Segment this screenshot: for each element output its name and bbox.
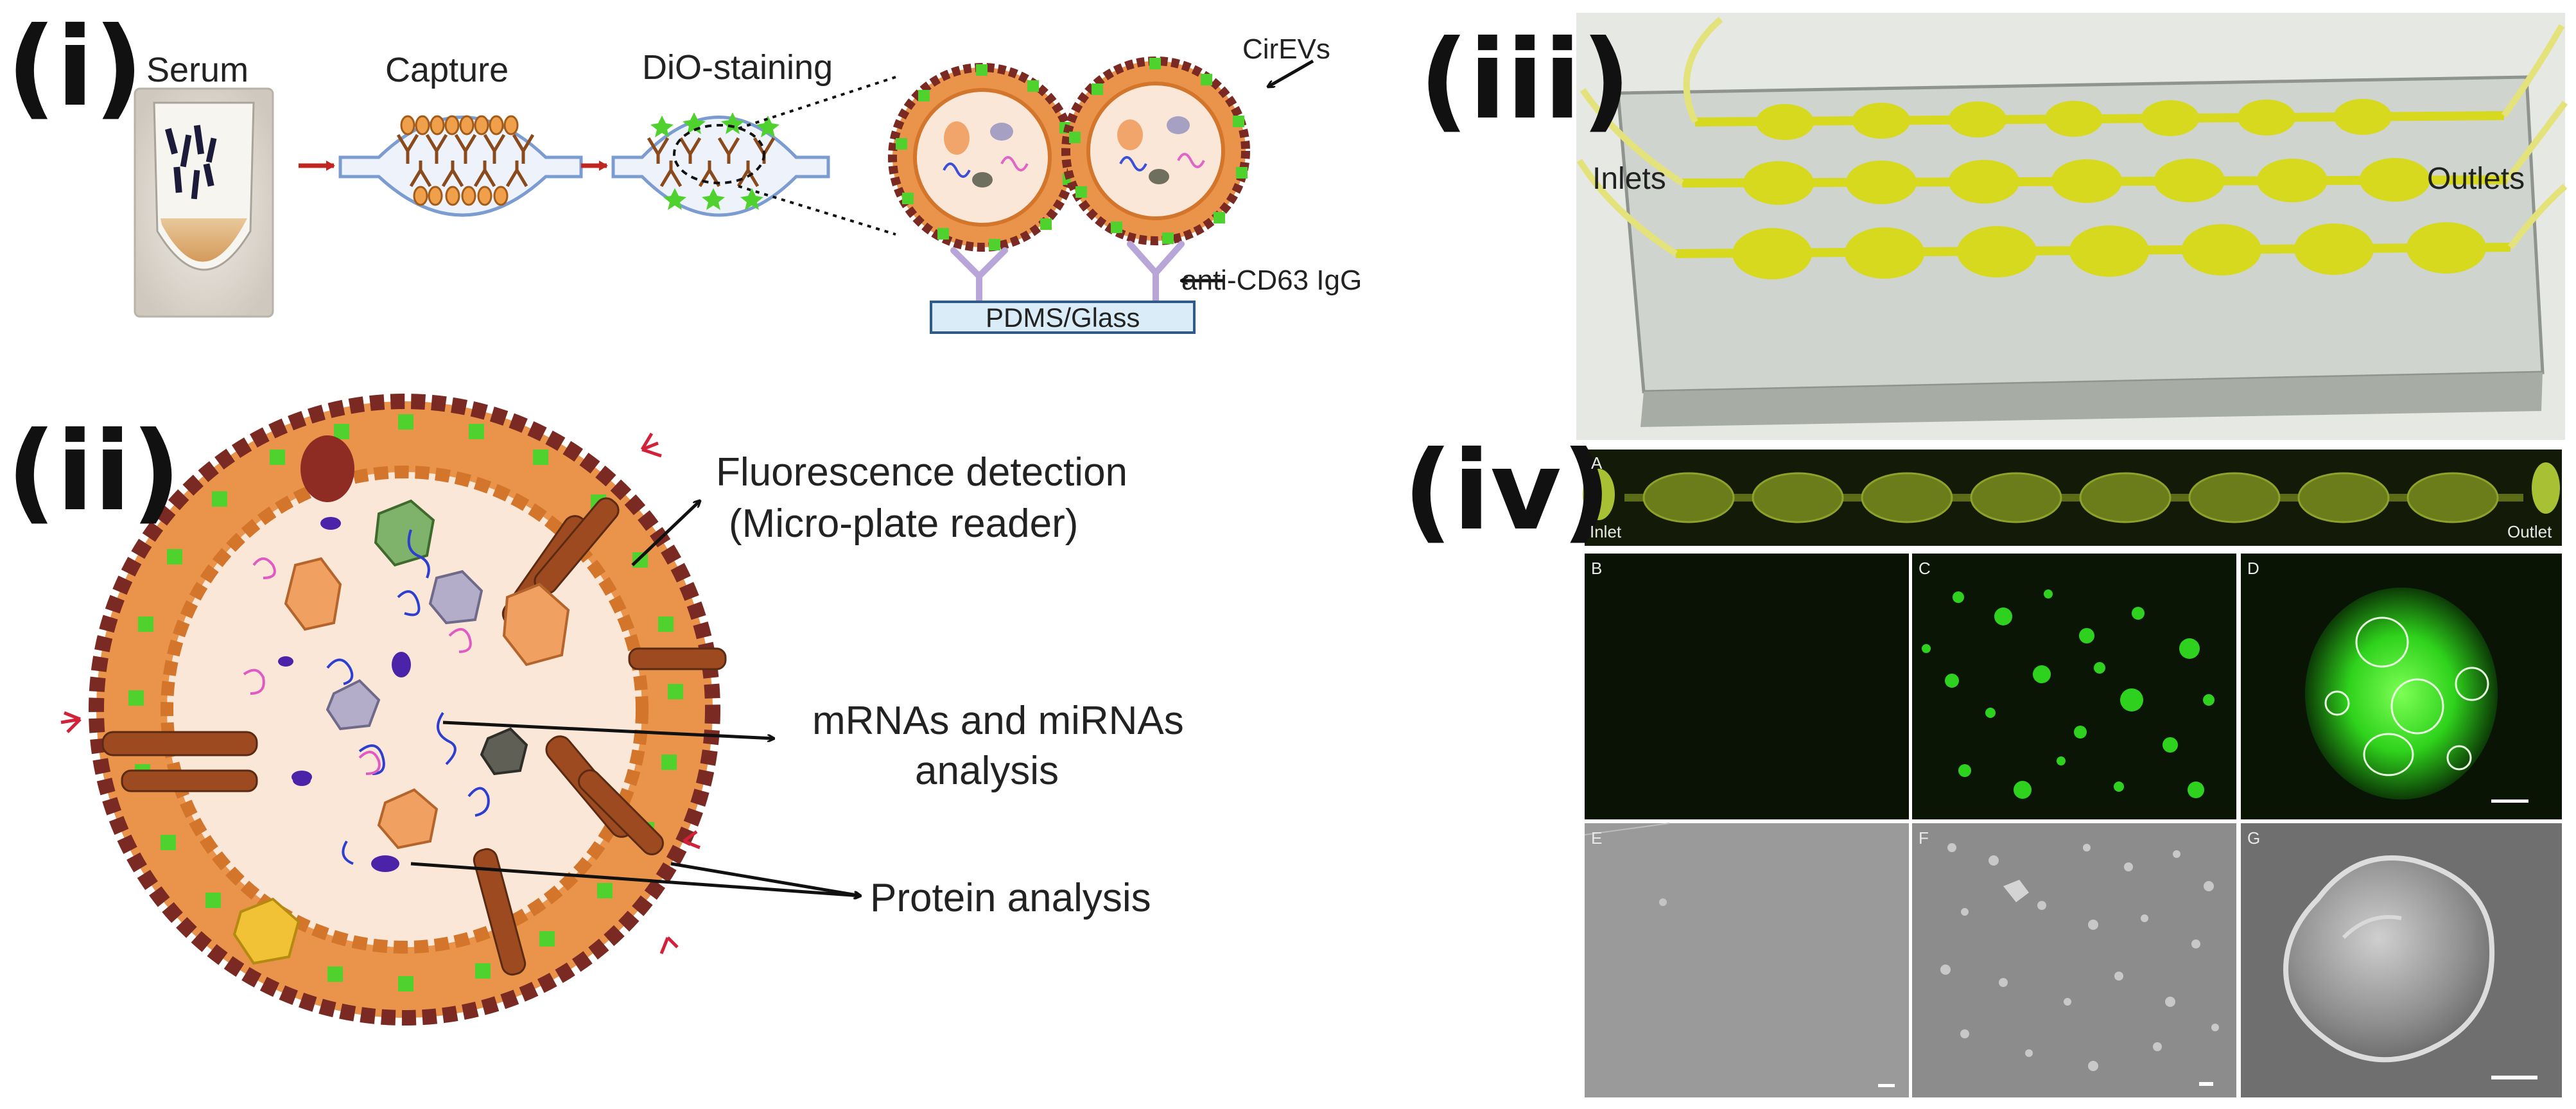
micro-plate-reader-label: (Micro-plate reader) (729, 502, 1079, 546)
subpanel-e-label: E (1591, 828, 1603, 848)
serum-label: Serum (146, 51, 249, 89)
dio-staining-chamber-icon (611, 112, 830, 217)
cirev-vesicle-right (1061, 57, 1250, 245)
fluorescence-detection-label: Fluorescence detection (716, 450, 1128, 494)
inlets-label: Inlets (1592, 162, 1666, 196)
anti-cd63-label: anti-CD63 IgG (1181, 265, 1362, 296)
subpanel-c-label: C (1919, 559, 1931, 578)
panel-label-iv: (iv) (1403, 428, 1612, 555)
subpanel-g-label: G (2247, 828, 2261, 848)
zoom-dotted-lines (738, 76, 896, 236)
sem-image-g (2241, 823, 2562, 1097)
capture-chamber-icon (338, 115, 583, 217)
dio-staining-label: DiO-staining (642, 48, 833, 87)
extracellular-vesicle-illustration (60, 394, 727, 1026)
subpanel-d-label: D (2247, 559, 2259, 578)
scale-bar-g (2491, 1076, 2537, 1079)
pdms-glass-substrate (930, 301, 1196, 334)
panel-label-ii: (ii) (6, 408, 181, 536)
scale-bar-f (2199, 1082, 2213, 1086)
glycan-branches (60, 432, 701, 954)
cirev-vesicle-left (888, 63, 1077, 252)
fluorescence-channel-image-a (1583, 450, 2562, 546)
microfluidic-chip-photo (1576, 13, 2568, 440)
chip-channels (1675, 99, 2511, 279)
scale-bar-e (1878, 1084, 1895, 1087)
rna-analysis-label-2: analysis (915, 749, 1059, 793)
fluorescence-image-b (1585, 554, 1909, 819)
inlet-label: Inlet (1590, 522, 1622, 541)
outlets-label: Outlets (2427, 162, 2525, 196)
subpanel-b-label: B (1591, 559, 1603, 578)
pdms-glass-label: PDMS/Glass (986, 302, 1140, 333)
rna-analysis-label-1: mRNAs and miRNAs (812, 699, 1184, 743)
chip-tubing (1576, 17, 2568, 257)
sem-image-f (1912, 823, 2236, 1097)
igg-antibodies (950, 241, 1185, 305)
capture-label: Capture (385, 51, 509, 89)
subpanel-f-label: F (1919, 828, 1929, 848)
dio-markers (128, 414, 683, 991)
fluorescence-image-d (2241, 554, 2562, 819)
cirevs-arrow (1268, 59, 1314, 87)
sem-image-e (1584, 823, 1909, 1097)
cirevs-label: CirEVs (1242, 33, 1330, 65)
panel-label-iii: (iii) (1419, 17, 1632, 144)
annotation-arrows (410, 501, 860, 896)
outlet-label: Outlet (2507, 522, 2552, 541)
subpanel-a-label: A (1591, 453, 1603, 473)
panel-label-i: (i) (6, 4, 144, 131)
fluorescence-image-c (1912, 554, 2236, 819)
serum-tube-photo (134, 87, 274, 318)
scale-bar-d (2491, 799, 2528, 803)
protein-analysis-label: Protein analysis (870, 876, 1151, 920)
